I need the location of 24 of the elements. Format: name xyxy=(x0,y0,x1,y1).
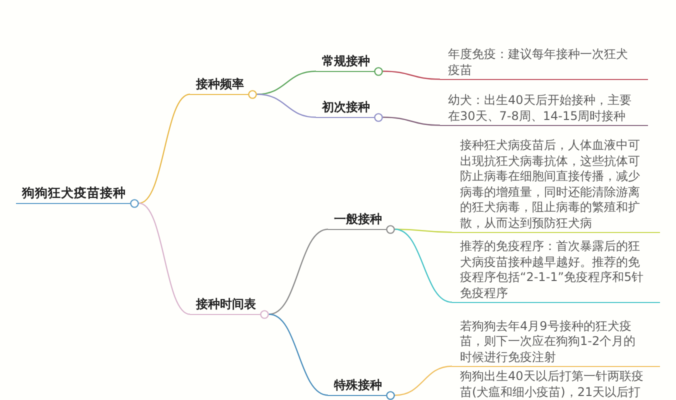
branch-line xyxy=(382,116,440,126)
branch-line xyxy=(394,366,452,396)
note-text: 推荐的免疫程序：首次暴露后的狂犬病疫苗接种越早越好。推荐的免疫程序包括“2-1-1”免疫程序和5针免疫程序 xyxy=(452,239,660,303)
branch-line xyxy=(268,314,328,396)
note-text: 接种狂犬病疫苗后，人体血液中可出现抗狂犬病毒抗体，这些抗体可防止病毒在细胞间直接传播，减少病毒的增殖量，同时还能清除游离的狂犬病毒，阻止病毒的繁殖和扩散，从而达到预防狂犬病 xyxy=(452,138,660,233)
root-label: 狗狗狂犬疫苗接种 xyxy=(22,185,126,201)
note-text: 狗狗出生40天以后打第一针两联疫苗(犬瘟和细小疫苗)，21天以后打 xyxy=(459,369,644,400)
topic-label: 一般接种 xyxy=(334,211,382,227)
note-text: 幼犬：出生40天后开始接种，主要在30天、7-8周、14-15周时接种 xyxy=(440,93,648,126)
topic-label: 常规接种 xyxy=(322,53,370,69)
branch-line xyxy=(395,228,452,233)
note-text: 若狗狗去年4月9号接种的狂犬疫苗，则下一次应在狗狗1-2个月的时候进行免疫注射 xyxy=(452,318,660,367)
note-text: 年度免疫：建议每年接种一次狂犬疫苗 xyxy=(440,47,648,80)
branch-line xyxy=(256,94,316,118)
branch-line xyxy=(138,202,190,315)
topic-label: 初次接种 xyxy=(322,99,370,115)
topic-label: 接种时间表 xyxy=(196,296,256,312)
branch-line xyxy=(394,228,452,303)
branch-line xyxy=(382,70,440,80)
branch-line xyxy=(138,94,190,204)
branch-line xyxy=(256,70,316,95)
topic-label: 特殊接种 xyxy=(334,377,382,393)
branch-line xyxy=(268,228,328,315)
topic-label: 接种频率 xyxy=(196,76,244,92)
